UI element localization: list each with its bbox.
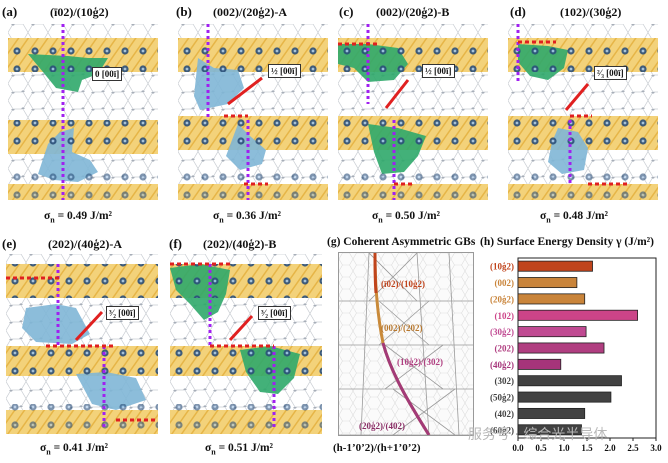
x-tick-label-0: 0.0: [512, 443, 524, 453]
panel-g-gb-1: (ī02)/(10ģ2): [381, 279, 425, 289]
x-tick-label-6: 3.0: [650, 443, 662, 453]
category-label-1: (002): [495, 278, 515, 288]
panel-c-title: (002)/(20ģ2)-B: [376, 5, 450, 19]
panel-g-xlabel: (h-1’0’2)/(h+1’0’2): [333, 442, 421, 454]
panel-d-energy: σn = 0.48 J/m²: [540, 210, 609, 225]
category-label-7: (302): [495, 376, 515, 386]
panel-f-vector: ³⁄₂ [00ī]: [258, 306, 291, 320]
panel-c-energy: σn = 0.50 J/m²: [372, 210, 441, 225]
panel-g-gb-4: (20ģ2)/(402): [359, 421, 405, 431]
panel-a-label: (a): [2, 4, 18, 19]
category-label-10: (60ģ2): [490, 425, 514, 435]
bar-5: [517, 342, 605, 354]
panel-f-label: (f): [169, 236, 182, 251]
watermark: 服务号 · 综合光半导体: [468, 427, 608, 443]
panel-f-title: (202)/(40ģ2)-B: [203, 237, 277, 251]
category-label-8: (50ģ2): [490, 393, 514, 403]
x-tick-label-1: 0.5: [535, 443, 547, 453]
surface-energy-bar-chart: (10ģ2) (002) (20ģ2) (102) (30ģ2) (202) (40ģ2) (…: [490, 257, 662, 453]
panel-d-structure: ²⁄₃ [00ī]: [508, 24, 658, 200]
panel-e-vector: ³⁄₂ [00ī]: [106, 306, 139, 320]
category-label-2: (20ģ2): [490, 294, 514, 304]
panel-d-label: (d): [510, 4, 526, 19]
bar-0: [517, 260, 593, 272]
bar-7: [517, 375, 622, 387]
bar-6: [517, 358, 562, 370]
panel-g-gb-2: (002)/(202): [381, 323, 423, 333]
bar-4: [517, 326, 587, 338]
panel-a-vector: 0 [00ī]: [92, 67, 123, 81]
panel-e-title: (202)/(40ģ2)-A: [48, 237, 122, 251]
panel-b-title: (002)/(20ģ2)-A: [213, 5, 287, 19]
panel-d-title: (102)/(30ģ2): [560, 5, 622, 19]
bar-1: [517, 277, 578, 289]
category-label-9: (402): [495, 409, 515, 419]
category-label-6: (40ģ2): [490, 360, 514, 370]
x-tick-label-2: 1.0: [558, 443, 570, 453]
bar-3: [517, 309, 638, 321]
x-tick-label-5: 2.5: [627, 443, 639, 453]
panel-g-schematic: (ī02)/(10ģ2) (002)/(202) (10ģ2)/(302) (2…: [338, 252, 474, 436]
chart-title: (h) Surface Energy Density γ (J/m²): [480, 236, 654, 248]
panel-e-label: (e): [2, 236, 17, 251]
bar-8: [517, 391, 612, 403]
category-label-4: (30ģ2): [490, 327, 514, 337]
panel-b-structure: ½ [00ī]: [178, 24, 328, 200]
x-tick-label-4: 2.0: [604, 443, 616, 453]
panel-f-structure: ³⁄₂ [00ī]: [170, 254, 322, 434]
panel-b-energy: σn = 0.36 J/m²: [213, 210, 282, 225]
panel-b-label: (b): [176, 4, 192, 19]
panel-f-energy: σn = 0.51 J/m²: [205, 442, 274, 457]
x-tick-label-3: 1.5: [581, 443, 593, 453]
bar-10: [517, 424, 582, 436]
panel-e-energy: σn = 0.41 J/m²: [40, 442, 109, 457]
bar-2: [517, 293, 586, 305]
panel-g-title: (g) Coherent Asymmetric GBs: [327, 236, 476, 248]
panel-c-label: (c): [339, 4, 354, 19]
panel-a-title: (ī02)/(10ģ2): [50, 5, 109, 19]
category-label-3: (102): [495, 311, 515, 321]
panel-c-structure: ½ [00ī]: [338, 24, 488, 200]
category-label-0: (10ģ2): [490, 262, 514, 272]
panel-b-vector: ½ [00ī]: [268, 64, 301, 78]
panel-a-energy: σn = 0.49 J/m²: [44, 210, 113, 225]
category-label-5: (202): [495, 344, 515, 354]
panel-e-structure: ³⁄₂ [00ī]: [6, 254, 158, 434]
panel-d-vector: ²⁄₃ [00ī]: [594, 66, 627, 80]
panel-g-gb-3: (10ģ2)/(302): [397, 357, 443, 367]
bar-9: [517, 407, 586, 419]
panel-c-vector: ½ [00ī]: [422, 64, 455, 78]
panel-a-structure: 0 [00ī]: [8, 24, 158, 200]
